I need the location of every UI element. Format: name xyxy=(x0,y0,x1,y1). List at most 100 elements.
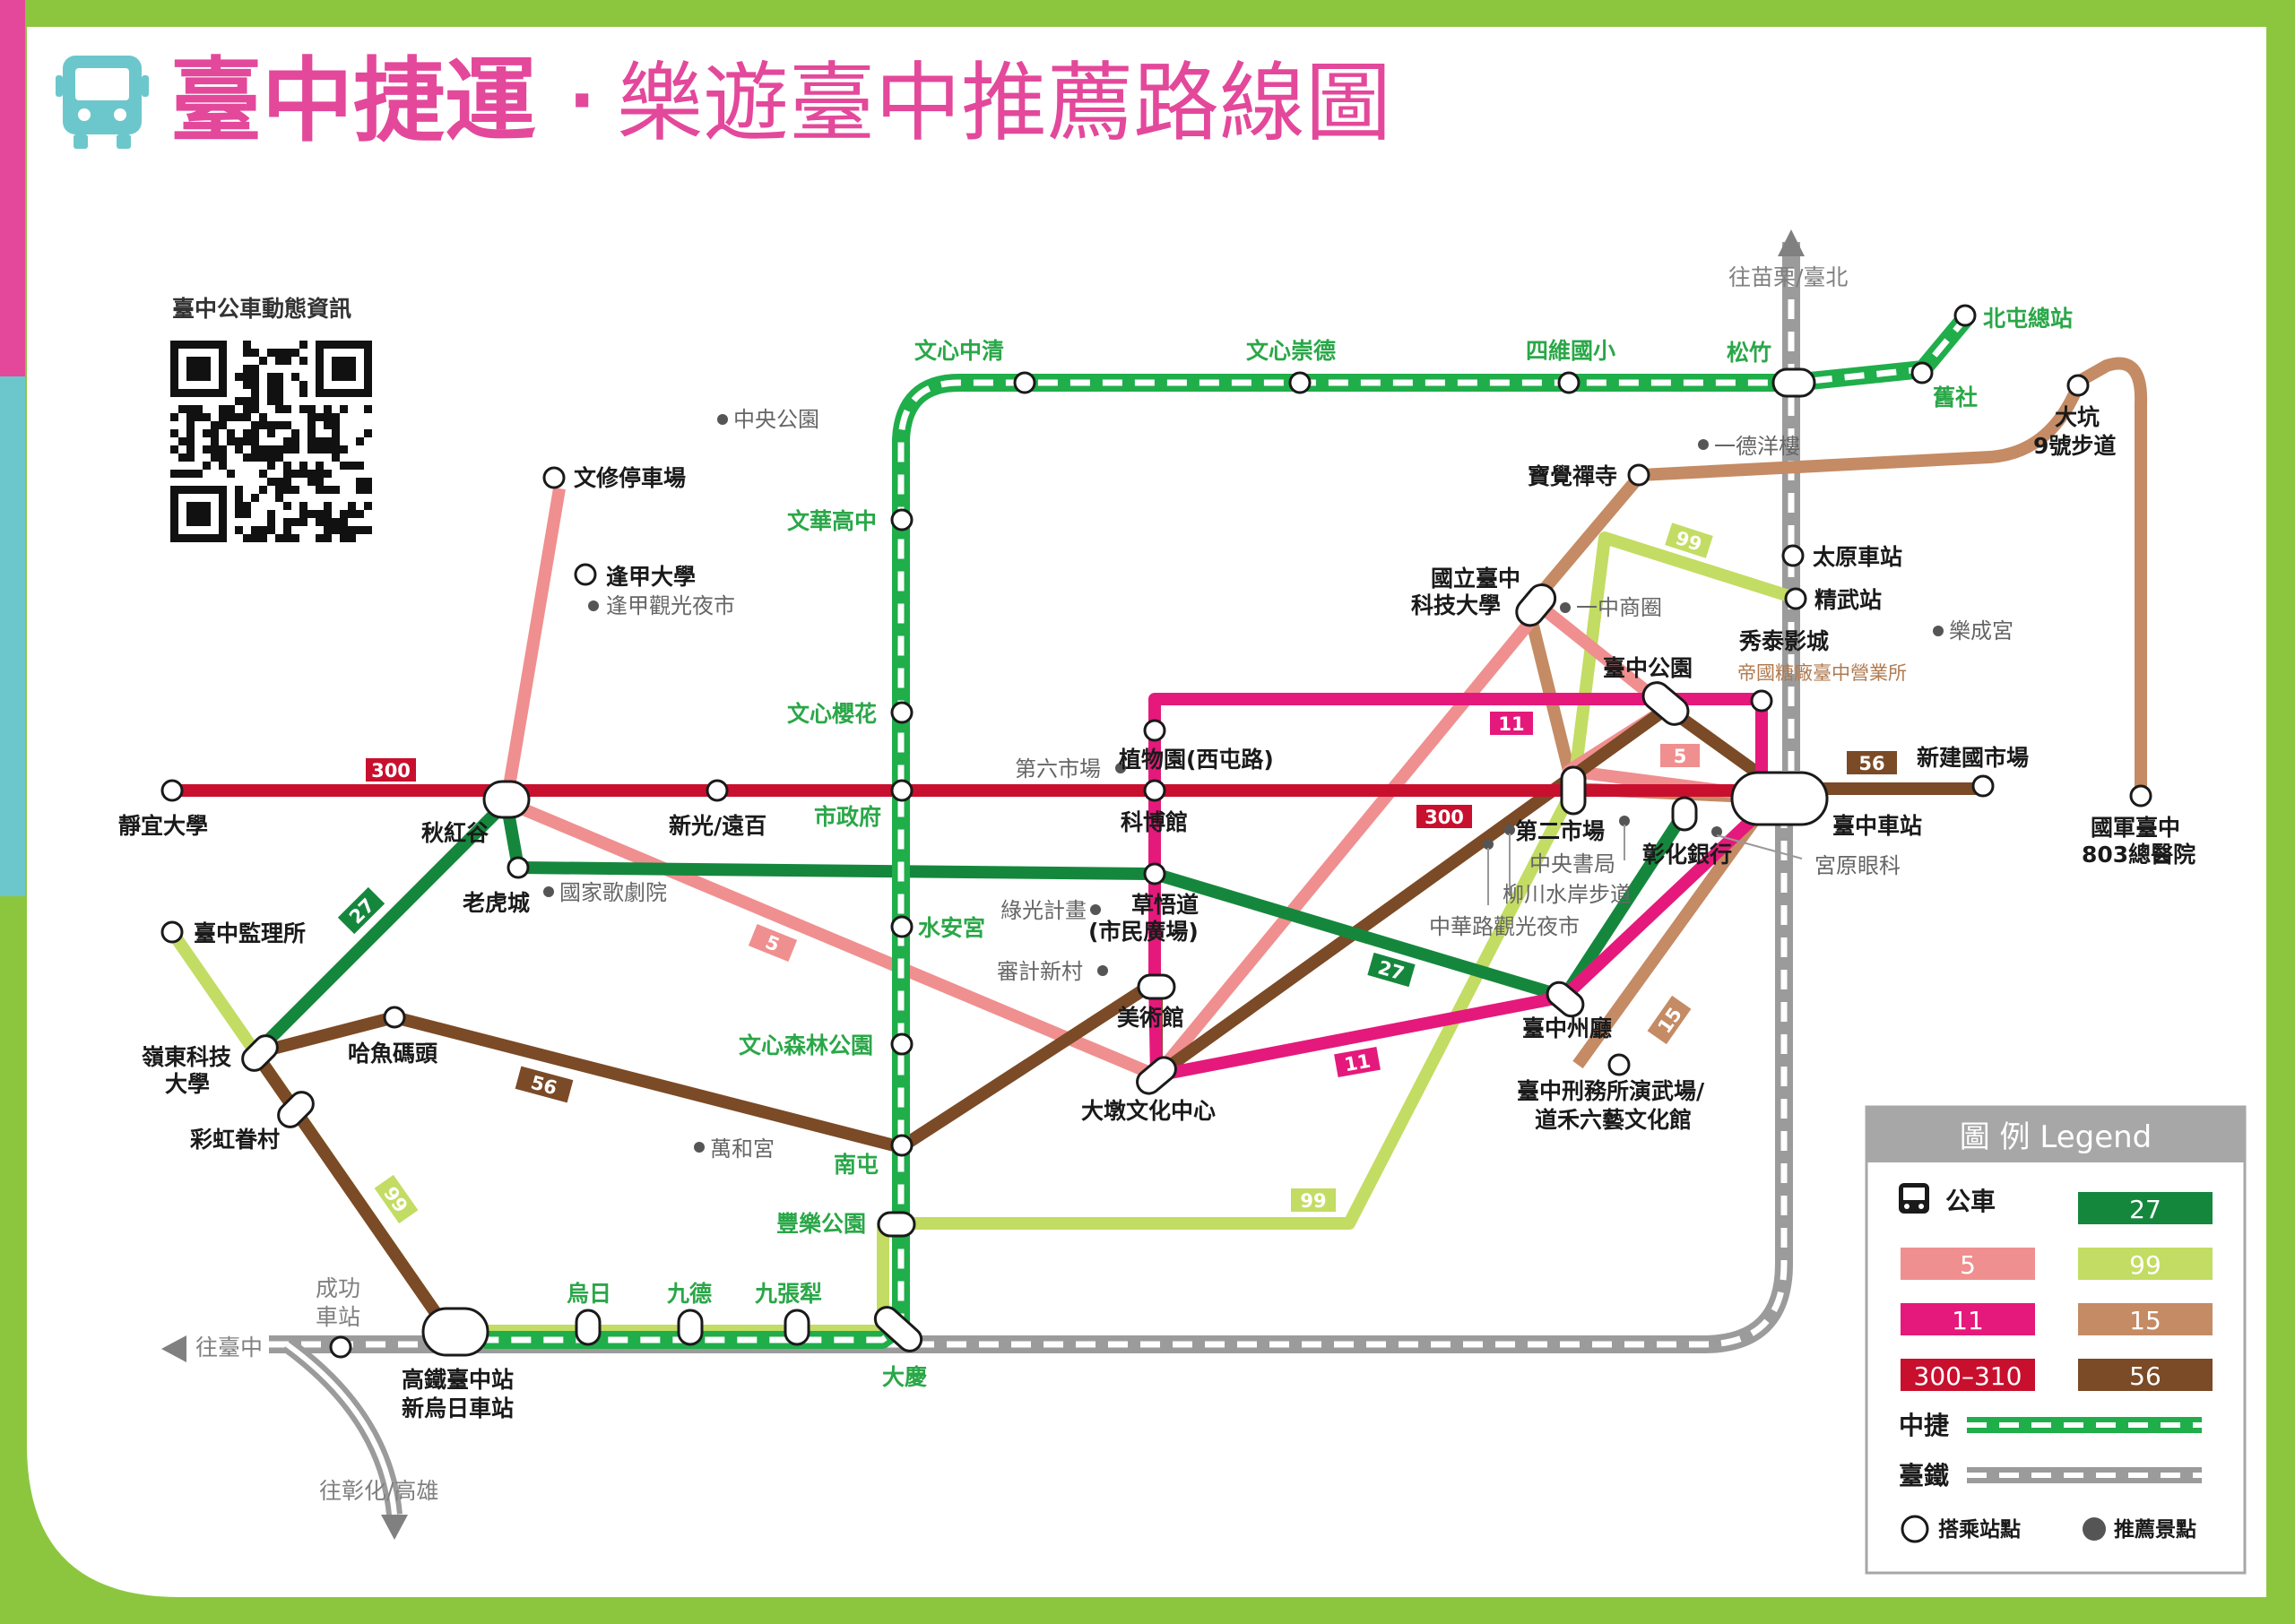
dot-liuchuan xyxy=(1504,825,1515,835)
stop-taichung-park[interactable] xyxy=(1638,678,1693,730)
label-fengjia: 逢甲大學 xyxy=(606,564,696,590)
label-fengjia-market: 逢甲觀光夜市 xyxy=(606,593,735,618)
stop-daqing[interactable] xyxy=(870,1302,926,1355)
stop-kejida[interactable] xyxy=(1511,579,1561,631)
stop-hospital[interactable] xyxy=(2129,784,2152,808)
label-miyahara: 宮原眼科 xyxy=(1814,853,1901,878)
label-second-market: 第二市場 xyxy=(1515,818,1605,844)
stop-wenxin-zhongqing[interactable] xyxy=(1013,371,1036,394)
dot-lecheng xyxy=(1933,626,1944,636)
label-hospital-1: 國軍臺中 xyxy=(2091,815,2180,841)
label-daqing: 大慶 xyxy=(882,1364,927,1390)
label-lingtung-1: 嶺東科技 xyxy=(142,1044,231,1070)
stop-changhua-bank[interactable] xyxy=(1671,796,1698,832)
label-changhua-bank: 彰化銀行 xyxy=(1642,842,1732,868)
stop-siwei[interactable] xyxy=(1557,371,1581,394)
stop-wenhua[interactable] xyxy=(890,508,914,531)
label-laohucheng: 老虎城 xyxy=(463,890,530,916)
legend-bus-label: 公車 xyxy=(1945,1187,1996,1216)
stop-hsr[interactable] xyxy=(421,1307,489,1357)
label-taiyuan: 太原車站 xyxy=(1813,544,1902,570)
label-chenggong-1: 成功 xyxy=(316,1275,360,1301)
bus-labels: 靜宜大學 秋紅谷 新光/遠百 文修停車場 逢甲大學 老虎城 臺中監理所 嶺東科技… xyxy=(118,404,2195,1421)
stop-fengle[interactable] xyxy=(877,1211,916,1238)
stop-beitun[interactable] xyxy=(1953,304,1977,327)
stop-laohucheng[interactable] xyxy=(507,856,530,879)
badge-5-east: 5 xyxy=(1674,746,1687,767)
stop-wenxin-senlin[interactable] xyxy=(890,1032,914,1056)
stop-shizhengfu[interactable] xyxy=(890,779,914,802)
badge-300-east: 300 xyxy=(1425,807,1464,828)
stop-taiyuan[interactable] xyxy=(1781,544,1805,567)
route-badges: 300 300 11 11 5 5 27 27 99 99 99 56 56 1… xyxy=(337,523,1897,1224)
stop-jiude[interactable] xyxy=(677,1309,704,1346)
stop-wenxin-chongde[interactable] xyxy=(1288,371,1312,394)
label-wenxin-senlin: 文心森林公園 xyxy=(739,1032,873,1058)
stop-qiuhonggu[interactable] xyxy=(482,780,531,819)
stop-xinguang[interactable] xyxy=(706,779,729,802)
legend-56: 56 xyxy=(2129,1361,2161,1391)
legend-attraction-icon xyxy=(2083,1517,2106,1541)
stop-jingyi[interactable] xyxy=(160,779,184,802)
legend-attraction-label: 推薦景點 xyxy=(2114,1518,2196,1542)
label-wenxiu: 文修停車場 xyxy=(574,465,686,491)
stop-fengjia[interactable] xyxy=(574,563,597,586)
label-caowu-1: 草悟道 xyxy=(1131,892,1199,918)
label-sixth-market: 第六市場 xyxy=(1015,756,1101,782)
label-beitun: 北屯總站 xyxy=(1983,306,2073,332)
label-caowu-2: (市民廣場) xyxy=(1088,919,1199,945)
stop-lingtung[interactable] xyxy=(238,1031,281,1075)
label-lvguang: 綠光計畫 xyxy=(1000,898,1087,923)
stop-wenxiu[interactable] xyxy=(542,466,566,489)
stop-chenggong[interactable] xyxy=(329,1335,352,1359)
stop-meishuguan[interactable] xyxy=(1137,973,1176,1000)
stop-jianyu[interactable] xyxy=(160,920,184,944)
badge-11-south: 11 xyxy=(1343,1050,1373,1076)
label-shuiangong: 水安宮 xyxy=(918,915,985,941)
label-fengle: 豐樂公園 xyxy=(776,1211,866,1237)
label-prison-2: 道禾六藝文化館 xyxy=(1535,1107,1692,1133)
qr-code-icon xyxy=(170,341,372,542)
stop-xiutai[interactable] xyxy=(1750,689,1773,713)
stop-baojue[interactable] xyxy=(1627,463,1650,487)
label-hayu: 哈魚碼頭 xyxy=(348,1041,438,1067)
stop-tc-station[interactable] xyxy=(1730,771,1829,826)
stop-caowu[interactable] xyxy=(1143,862,1166,885)
label-opera: 國家歌劇院 xyxy=(559,880,667,905)
stop-jingwu[interactable] xyxy=(1784,587,1807,610)
stop-jiushe[interactable] xyxy=(1910,361,1934,384)
stop-xinjian[interactable] xyxy=(1971,774,1995,798)
stop-wuri[interactable] xyxy=(575,1309,602,1346)
stop-zhiwuyuan[interactable] xyxy=(1143,719,1166,742)
tra-line-dash xyxy=(269,780,1788,1348)
label-yide: 一德洋樓 xyxy=(1714,434,1800,459)
dot-lvguang xyxy=(1090,904,1101,915)
badge-11-north: 11 xyxy=(1498,713,1524,735)
stop-zhouting[interactable] xyxy=(1543,978,1588,1021)
label-dakeng-2: 9號步道 xyxy=(2033,433,2116,459)
attraction-dots xyxy=(543,414,1944,1153)
stop-shuiangong[interactable] xyxy=(890,915,914,938)
dot-shenji xyxy=(1097,965,1108,976)
title-main: 臺中捷運 xyxy=(170,48,536,155)
legend-mrt-label: 中捷 xyxy=(1899,1411,1949,1440)
stop-songzhu[interactable] xyxy=(1771,367,1816,398)
stop-second-market[interactable] xyxy=(1560,765,1587,816)
label-xinjian: 新建國市場 xyxy=(1917,745,2029,771)
stop-hayu[interactable] xyxy=(383,1006,406,1029)
label-hospital-2: 803總醫院 xyxy=(2082,842,2195,868)
stop-prison[interactable] xyxy=(1607,1053,1631,1076)
stop-jiuzhangli[interactable] xyxy=(784,1309,810,1346)
stop-nantun[interactable] xyxy=(890,1134,914,1157)
stop-dadun[interactable] xyxy=(1132,1053,1180,1099)
stop-wenxin-yinghua[interactable] xyxy=(890,701,914,724)
label-dakeng-1: 大坑 xyxy=(2055,404,2100,430)
dot-book xyxy=(1619,816,1630,826)
stop-caihong[interactable] xyxy=(273,1087,317,1131)
label-lingtung-2: 大學 xyxy=(165,1071,210,1097)
mrt-line-dash xyxy=(484,313,1970,1343)
stop-kebo[interactable] xyxy=(1143,779,1166,802)
label-taichung-park: 臺中公園 xyxy=(1603,655,1693,681)
stop-dakeng[interactable] xyxy=(2066,374,2090,397)
